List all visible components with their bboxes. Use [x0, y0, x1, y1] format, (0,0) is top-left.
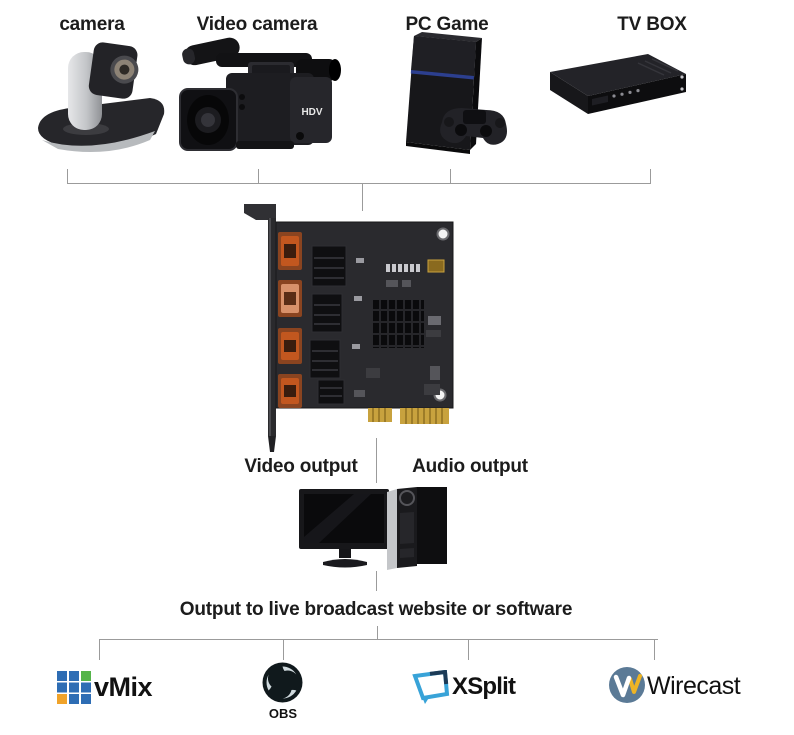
- vmix-logo-icon: [57, 671, 91, 704]
- connector-top-bracket: [67, 183, 651, 184]
- connector-bottom-bracket: [99, 639, 658, 640]
- vmix-label: vMix: [94, 672, 153, 702]
- obs-label: OBS: [268, 706, 298, 721]
- audio-output-label: Audio output: [412, 456, 528, 477]
- broadcast-heading: Output to live broadcast website or soft…: [179, 599, 573, 620]
- connector-stub-obs: [283, 639, 284, 660]
- wirecast-logo-icon: [608, 666, 646, 704]
- connector-heading-to-bracket: [377, 626, 378, 639]
- source-label-tv-box: TV BOX: [617, 14, 687, 35]
- obs-logo-icon: [262, 662, 303, 703]
- source-label-camera: camera: [59, 14, 125, 35]
- computer-image: [299, 487, 449, 571]
- connector-stub-wirecast: [654, 639, 655, 660]
- video-output-label: Video output: [244, 456, 358, 477]
- camcorder-hdv-badge: HDV: [301, 107, 322, 118]
- connector-stub-tv-box: [650, 169, 651, 184]
- xsplit-logo-icon: [412, 670, 450, 705]
- game-console-image: [390, 30, 522, 162]
- connector-stub-video-camera: [258, 169, 259, 184]
- source-label-pc-game: PC Game: [405, 14, 489, 35]
- connector-drop-to-card: [362, 184, 363, 211]
- xsplit-label: XSplit: [452, 673, 516, 700]
- connector-stub-camera: [67, 169, 68, 184]
- connector-pc-to-heading: [376, 571, 377, 591]
- wirecast-label: Wirecast: [647, 672, 741, 700]
- connector-stub-pc-game: [450, 169, 451, 184]
- connector-card-to-pc: [376, 438, 377, 483]
- connector-stub-vmix: [99, 639, 100, 660]
- source-label-video-camera: Video camera: [196, 14, 318, 35]
- capture-card-image: [236, 200, 458, 458]
- video-camera-image: HDV: [178, 33, 342, 169]
- connector-stub-xsplit: [468, 639, 469, 660]
- tv-box-image: [534, 50, 694, 134]
- ptz-camera-image: [28, 36, 168, 164]
